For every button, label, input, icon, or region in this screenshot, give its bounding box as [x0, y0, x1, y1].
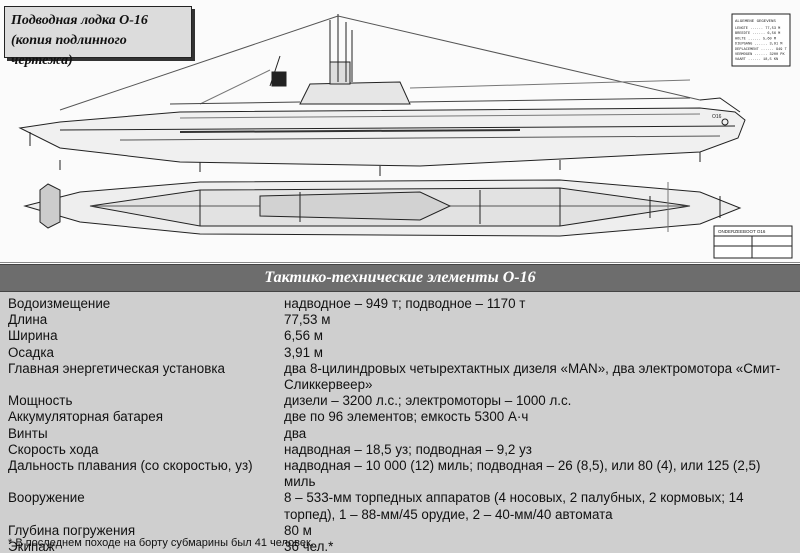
caption-subtitle: (копия подлинного чертежа): [11, 33, 127, 68]
spec-row: Глубина погружения 80 м: [8, 523, 792, 539]
spec-row: Осадка 3,91 м: [8, 345, 792, 361]
spec-row: Вооружение 8 – 533-мм торпедных аппаратов…: [8, 490, 792, 522]
spec-value: два 8-цилиндровых четырехтактных дизеля …: [284, 360, 781, 393]
spec-value: 36 чел.*: [284, 539, 334, 555]
submarine-blueprint: ALGEMENE GEGEVENS LENGTE ...... 77,53 MB…: [18, 13, 793, 259]
drawing-caption: Подводная лодка О-16 (копия подлинного ч…: [4, 6, 192, 68]
spec-value: 3,91 м: [284, 344, 323, 360]
caption-title: Подводная лодка О-16: [11, 13, 148, 28]
spec-label: Экипаж: [8, 539, 55, 555]
spec-row: Главная энергетическая установка два 8-ци…: [8, 361, 792, 393]
legend-box: ALGEMENE GEGEVENS LENGTE ...... 77,53 MB…: [731, 13, 791, 67]
spec-row: Экипаж 36 чел.*: [8, 539, 792, 555]
spec-value: две по 96 элементов; емкость 5300 А·ч: [284, 409, 529, 425]
plan-view: [23, 179, 742, 237]
footnote: * В последнем походе на борту субмарины …: [8, 537, 314, 549]
legend-title: ALGEMENE GEGEVENS: [735, 20, 776, 24]
spec-value: надводная – 18,5 уз; подводная – 9,2 уз: [284, 441, 532, 457]
side-view: [18, 14, 746, 176]
spec-row: Скорость хода надводная – 18,5 уз; подвод…: [8, 442, 792, 458]
title-block-title: ONDERZEEBOOT O16: [718, 229, 766, 234]
legend-line: VAART ...... 18,5 KN: [735, 58, 778, 62]
spec-label: Скорость хода: [8, 441, 99, 457]
spec-label: Мощность: [8, 393, 73, 409]
spec-row: Длина 77,53 м: [8, 312, 792, 328]
legend-line: DIEPGANG ...... 3,91 M: [735, 43, 782, 47]
spec-label: Дальность плавания (со скоростью, уз): [8, 458, 253, 474]
spec-label: Осадка: [8, 344, 54, 360]
spec-label: Глубина погружения: [8, 522, 136, 538]
specs-table-title: Тактико-технические элементы О-16: [0, 264, 800, 292]
spec-label: Ширина: [8, 328, 58, 344]
spec-value: надводная – 10 000 (12) миль; подводная …: [284, 458, 761, 490]
legend-line: VERMOGEN ...... 3200 PK: [735, 53, 785, 57]
spec-value: 77,53 м: [284, 312, 331, 328]
specs-rows: Водоизмещение надводное – 949 т; подводно…: [0, 292, 800, 555]
legend-line: BREEDTE ...... 6,56 M: [735, 32, 780, 36]
legend-line: LENGTE ...... 77,53 M: [735, 27, 780, 31]
spec-label: Водоизмещение: [8, 296, 111, 311]
spec-value: дизели – 3200 л.с.; электромоторы – 1000…: [284, 393, 572, 409]
spec-value: надводное – 949 т; подводное – 1170 т: [284, 296, 526, 311]
spec-value: 80 м: [284, 522, 312, 538]
spec-label: Винты: [8, 425, 48, 441]
spec-label: Длина: [8, 312, 48, 328]
spec-row: Водоизмещение надводное – 949 т; подводно…: [8, 296, 792, 312]
spec-value: два: [284, 425, 307, 441]
legend-line: HOLTE ...... 5,60 M: [735, 37, 776, 41]
spec-value: 6,56 м: [284, 328, 323, 344]
title-block: ONDERZEEBOOT O16: [713, 225, 793, 259]
hull-number: O16: [712, 114, 722, 120]
spec-row: Аккумуляторная батарея две по 96 элементо…: [8, 409, 792, 425]
spec-row: Мощность дизели – 3200 л.с.; электромотор…: [8, 393, 792, 409]
spec-label: Главная энергетическая установка: [8, 360, 225, 376]
spec-row: Ширина 6,56 м: [8, 328, 792, 344]
legend-line: DEPLACEMENT ...... 949 T: [735, 48, 788, 52]
spec-value: 8 – 533-мм торпедных аппаратов (4 носовы…: [284, 490, 744, 522]
spec-label: Вооружение: [8, 490, 85, 506]
spec-label: Аккумуляторная батарея: [8, 409, 163, 425]
specs-table: Тактико-технические элементы О-16 Водоиз…: [0, 264, 800, 555]
spec-row: Винты два: [8, 426, 792, 442]
spec-row: Дальность плавания (со скоростью, уз) над…: [8, 458, 792, 490]
